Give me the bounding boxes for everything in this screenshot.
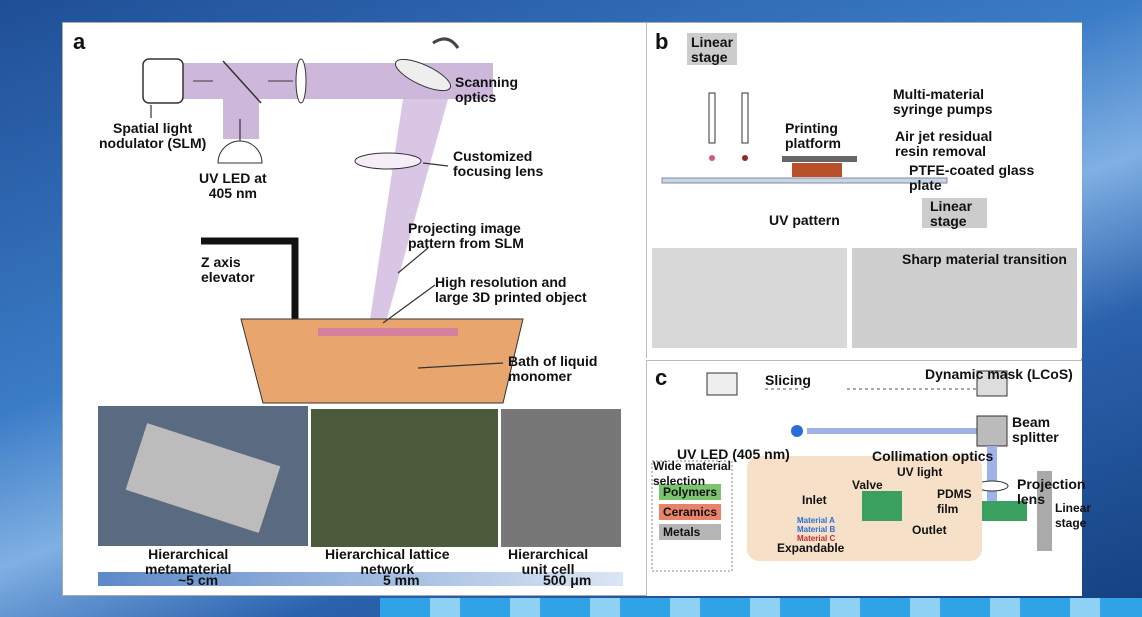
- caption-lattice: Hierarchical lattice network: [325, 546, 450, 577]
- panel-c-label: c: [655, 365, 668, 390]
- scale-metamaterial: ~5 cm: [178, 572, 219, 588]
- slicing-label: Slicing: [765, 372, 811, 388]
- uv-led-label: UV LED at 405 nm: [199, 170, 267, 201]
- material-a-label: Material A: [797, 516, 835, 525]
- linear-stage-top: [687, 33, 737, 65]
- caption-unit-cell: Hierarchical unit cell: [508, 546, 589, 577]
- syringe-label: Multi-material syringe pumps: [893, 86, 993, 117]
- ceramics-label: Ceramics: [663, 505, 718, 519]
- printed-object: [318, 328, 458, 336]
- slm-label: Spatial light nodulator (SLM): [99, 120, 207, 151]
- pdms-label: PDMS film: [937, 487, 972, 516]
- scale-unit-cell: 500 μm: [543, 572, 592, 588]
- slm-box: [142, 58, 184, 104]
- printing-platform-bar: [782, 156, 857, 162]
- panel-b-diagram: [652, 33, 1077, 348]
- beam-vertical-led: [223, 99, 259, 139]
- scale-bar: [98, 572, 623, 586]
- projecting-label: Projecting image pattern from SLM: [408, 220, 524, 251]
- photo-lattice-b1: [652, 248, 847, 348]
- material-c-label: Material C: [797, 534, 836, 543]
- focusing-lens-label: Customized focusing lens: [453, 148, 544, 179]
- valve-label: Valve: [852, 478, 883, 492]
- air-jet-label: Air jet residual resin removal: [895, 128, 993, 159]
- linear-stage-c-label: Linear stage: [1055, 501, 1092, 530]
- sharp-transition-label: Sharp material transition: [902, 251, 1067, 267]
- linear-stage-bottom: [922, 198, 987, 228]
- scanning-optics-label: Scanning optics: [455, 74, 519, 105]
- linear-stage-bottom-label: Linear stage: [930, 198, 973, 229]
- panel-c-diagram: [651, 370, 1052, 572]
- bath-label: Bath of liquid monomer: [508, 353, 598, 384]
- metals-label: Metals: [663, 525, 701, 539]
- dynamic-mask-label: Dynamic mask (LCoS): [925, 366, 1073, 382]
- glass-plate: [661, 177, 948, 184]
- uv-led-c-label: UV LED (405 nm): [677, 446, 790, 462]
- material-b-label: Material B: [797, 525, 836, 534]
- photo-lattice-b2: [852, 248, 1077, 348]
- beam-splitter-c: [976, 415, 1008, 447]
- rotation-arrow: [432, 37, 460, 49]
- photo-lattice: [311, 409, 498, 547]
- beam-splitter-label: Beam splitter: [1012, 414, 1059, 445]
- panel-b: b Linear stage Multi-material syringe pu…: [646, 23, 1082, 358]
- panel-a-diagram: [98, 37, 623, 586]
- monitor-icon: [706, 372, 738, 396]
- uv-led-dome: [217, 140, 263, 164]
- collimation-label: Collimation optics: [872, 448, 994, 464]
- inlet-label: Inlet: [802, 493, 827, 507]
- panel-b-label: b: [655, 29, 669, 54]
- expandable-label: Expandable: [777, 541, 845, 555]
- z-axis-label: Z axis elevator: [201, 254, 255, 285]
- printing-platform-label: Printing platform: [785, 120, 841, 151]
- scale-lattice: 5 mm: [383, 572, 420, 588]
- projection-lens-label: Projection lens: [1017, 476, 1086, 507]
- caption-metamaterial: Hierarchical metamaterial: [145, 546, 232, 577]
- printed-part: [792, 163, 842, 177]
- focusing-lens: [354, 152, 422, 170]
- lcos: [976, 370, 1008, 397]
- vat: [862, 491, 902, 521]
- ptfe-label: PTFE-coated glass plate: [909, 162, 1035, 193]
- linear-stage-top-label: Linear stage: [691, 34, 734, 65]
- bath: [240, 318, 524, 404]
- uv-pattern-label: UV pattern: [769, 212, 840, 228]
- bottom-stripe: [380, 598, 1142, 617]
- scanning-mirror: [394, 58, 452, 92]
- lens: [295, 58, 307, 104]
- panel-a: a: [63, 23, 643, 595]
- photo-unit-cell: [501, 409, 621, 547]
- wide-material-label: Wide material selection: [653, 459, 731, 488]
- polymers-label: Polymers: [663, 485, 718, 499]
- figure: a: [62, 22, 1091, 596]
- panel-a-label: a: [73, 29, 86, 54]
- beam-splitter: [222, 60, 262, 104]
- uv-led-c: [791, 425, 803, 437]
- panel-c: c Slicing Dynamic mask (LCoS) UV LED (40…: [646, 360, 1091, 596]
- uv-light-label: UV light: [897, 465, 943, 479]
- high-res-label: High resolution and large 3D printed obj…: [435, 274, 587, 305]
- beam-projection: [368, 99, 448, 333]
- outlet-label: Outlet: [912, 523, 947, 537]
